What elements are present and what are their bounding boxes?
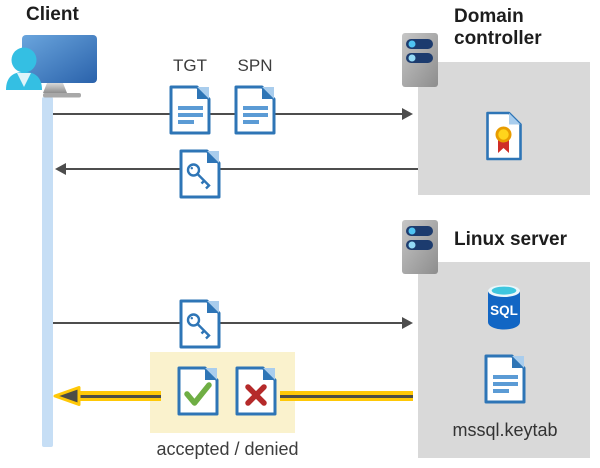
arrowhead-right-icon [402, 317, 413, 329]
arrowhead-right-icon [402, 108, 413, 120]
denied-cross-document-icon [235, 366, 277, 416]
sql-database-icon: SQL [488, 285, 520, 330]
ticket-key-document-icon [179, 149, 221, 199]
domain-controller-title: Domain controller [454, 6, 542, 49]
arrow-result-highlighted [280, 391, 413, 401]
result-label: accepted / denied [156, 439, 299, 459]
highlighted-arrowhead-left-icon [53, 386, 81, 406]
client-title: Client [26, 4, 79, 25]
arrow-reply-from-dc [66, 168, 418, 170]
client-lifeline [42, 97, 53, 447]
linux-server-title: Linux server [454, 229, 567, 250]
accepted-check-document-icon [177, 366, 219, 416]
server-icon [402, 220, 438, 274]
sql-label: SQL [490, 303, 518, 318]
keytab-label: mssql.keytab [452, 420, 558, 440]
tgt-document-icon [169, 85, 211, 135]
client-user-computer-icon [6, 35, 97, 98]
keytab-document-icon [484, 354, 526, 404]
arrow-result-highlighted [77, 391, 161, 401]
ticket-key-document-icon [179, 299, 221, 349]
server-icon [402, 33, 438, 87]
certificate-icon [486, 111, 522, 161]
arrowhead-left-icon [55, 163, 66, 175]
spn-document-icon [234, 85, 276, 135]
spn-label: SPN [237, 56, 273, 75]
arrow-request-to-dc [53, 113, 402, 115]
tgt-label: TGT [173, 56, 207, 75]
arrow-request-to-linux [53, 322, 402, 324]
